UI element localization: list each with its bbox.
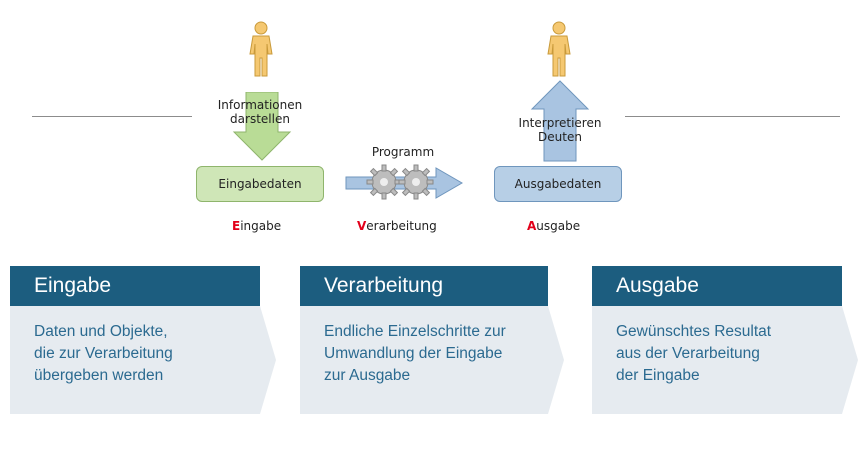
output-data-box-label: Ausgabedaten bbox=[514, 177, 602, 191]
phase-label-input: Eingabe bbox=[232, 219, 282, 233]
card-description: Daten und Objekte, die zur Verarbeitung … bbox=[10, 306, 260, 414]
gear-icon bbox=[398, 164, 434, 200]
input-arrow-label: Informationen darstellen bbox=[217, 98, 303, 126]
chevron-right-icon bbox=[842, 306, 858, 414]
arrow-down-icon bbox=[232, 92, 292, 161]
program-label: Programm bbox=[371, 145, 435, 159]
gear-icon bbox=[366, 164, 402, 200]
chevron-right-icon bbox=[548, 306, 564, 414]
card-input: Eingabe Daten und Objekte, die zur Verar… bbox=[10, 266, 260, 414]
card-title: Eingabe bbox=[10, 266, 260, 306]
left-divider-line bbox=[32, 116, 192, 117]
phase-label-output: Ausgabe bbox=[527, 219, 581, 233]
person-icon bbox=[547, 21, 571, 77]
card-output: Ausgabe Gewünschtes Resultat aus der Ver… bbox=[592, 266, 842, 414]
card-description: Gewünschtes Resultat aus der Verarbeitun… bbox=[592, 306, 842, 414]
output-arrow-label: Interpretieren Deuten bbox=[518, 116, 602, 144]
output-data-box: Ausgabedaten bbox=[494, 166, 622, 202]
arrow-up-icon bbox=[530, 80, 590, 162]
card-description: Endliche Einzelschritte zur Umwandlung d… bbox=[300, 306, 548, 414]
right-divider-line bbox=[625, 116, 840, 117]
phase-label-processing: Verarbeitung bbox=[357, 219, 437, 233]
card-processing: Verarbeitung Endliche Einzelschritte zur… bbox=[300, 266, 548, 414]
input-data-box: Eingabedaten bbox=[196, 166, 324, 202]
chevron-right-icon bbox=[260, 306, 276, 414]
input-data-box-label: Eingabedaten bbox=[218, 177, 302, 191]
card-title: Ausgabe bbox=[592, 266, 842, 306]
person-icon bbox=[249, 21, 273, 77]
card-title: Verarbeitung bbox=[300, 266, 548, 306]
